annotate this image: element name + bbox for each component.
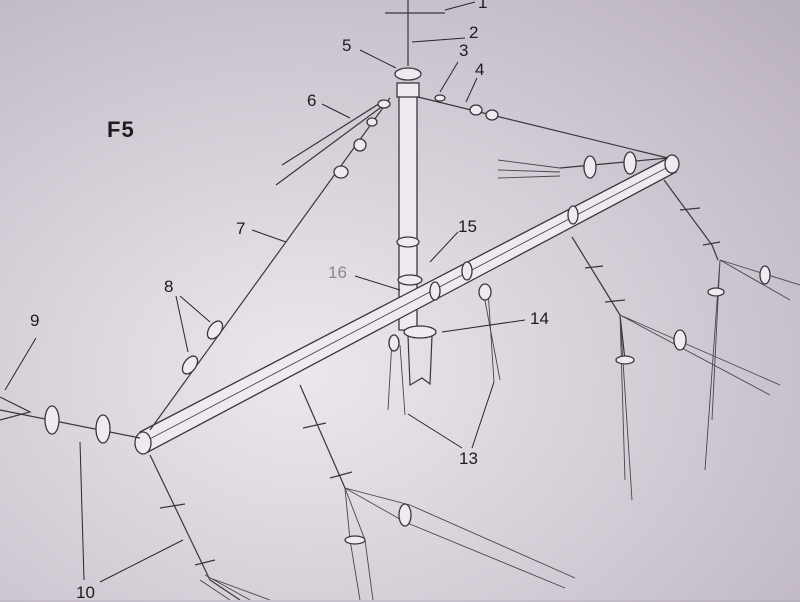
callout-13: 13	[459, 449, 478, 468]
callout-16: 16	[328, 263, 347, 282]
block	[485, 109, 499, 121]
fan-ring	[707, 287, 725, 297]
block	[333, 165, 349, 179]
stirrups-left	[159, 503, 216, 566]
leader-13a	[407, 413, 463, 449]
brace-left	[0, 409, 141, 439]
leader-7	[251, 229, 287, 243]
mast-truck	[394, 67, 422, 81]
mast-cap	[396, 82, 420, 98]
callout-15: 15	[458, 217, 477, 236]
leader-1	[444, 1, 476, 11]
footrope-left	[149, 454, 241, 600]
leader-2	[411, 37, 466, 43]
line-6a	[281, 99, 386, 166]
block	[478, 283, 492, 301]
deadeye	[583, 155, 597, 179]
lift-left	[149, 97, 391, 431]
reef-fan-top-right	[497, 159, 561, 179]
callout-5: 5	[342, 36, 352, 55]
leechline-fan-mid	[344, 487, 576, 600]
leader-16	[354, 275, 401, 291]
deadeye	[44, 405, 60, 435]
yard-band	[567, 205, 579, 225]
stirrups-right	[584, 207, 721, 303]
callout-6: 6	[307, 91, 317, 110]
block	[469, 104, 483, 116]
stirrups-mid	[302, 422, 353, 479]
fan-ring	[673, 329, 687, 351]
leader-10b	[99, 539, 184, 583]
leader-6	[321, 103, 351, 119]
yard-highlight	[143, 164, 673, 443]
leader-5	[359, 49, 397, 69]
mast-band-lower	[397, 274, 423, 286]
leader-9	[4, 337, 37, 391]
yard-arm-left	[134, 431, 152, 455]
yard-band	[461, 261, 473, 281]
line-6b	[275, 101, 389, 186]
callout-14: 14	[530, 309, 549, 328]
leader-13b	[471, 381, 495, 449]
footrope-right-outer	[663, 179, 719, 261]
brace-top-right	[559, 157, 669, 169]
fan-ring	[344, 535, 366, 545]
footrope-right	[571, 236, 626, 361]
callout-10: 10	[76, 583, 95, 602]
block	[181, 355, 199, 375]
leechline-fan-left	[199, 574, 271, 600]
callout-1: 1	[478, 0, 488, 12]
yard-arm-right	[664, 154, 680, 174]
figure-label: F5	[107, 117, 135, 142]
leader-15	[429, 231, 459, 263]
leader-4	[465, 77, 478, 103]
mast-band-upper	[396, 236, 420, 248]
fan-ring	[759, 265, 771, 285]
deadeye	[95, 414, 111, 444]
fan-ring	[398, 503, 412, 527]
block	[206, 320, 224, 340]
leader-14	[441, 319, 526, 333]
lift-right	[417, 96, 669, 159]
hanging-lines	[387, 289, 501, 416]
mast-heel-ring	[403, 325, 437, 339]
deadeye	[623, 151, 637, 175]
fan-ring	[615, 355, 635, 365]
block	[377, 99, 391, 109]
footrope-mid	[299, 384, 346, 489]
leader-10a	[79, 441, 85, 581]
callout-2: 2	[469, 23, 479, 42]
leechline-fan-right	[619, 259, 800, 501]
callout-4: 4	[475, 60, 485, 79]
callout-9: 9	[30, 311, 40, 330]
callout-7: 7	[236, 219, 246, 238]
leader-8a	[175, 295, 189, 353]
brace-fan-left	[0, 396, 32, 421]
block	[353, 138, 367, 152]
yard-band	[429, 281, 441, 301]
block	[388, 334, 400, 352]
block	[366, 117, 378, 127]
block	[434, 94, 446, 102]
callout-3: 3	[459, 41, 469, 60]
leader-8b	[179, 295, 211, 323]
mast-broken-end	[407, 335, 433, 387]
leader-3	[439, 61, 459, 93]
callout-8: 8	[164, 277, 174, 296]
